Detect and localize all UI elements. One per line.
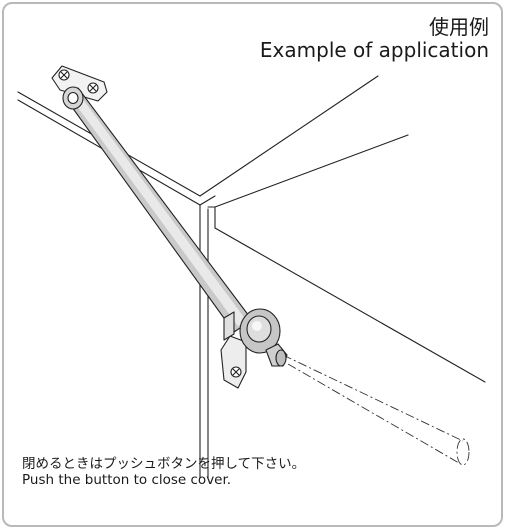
title-english: Example of application	[259, 38, 489, 62]
cabinet-top-front-right-edge	[199, 195, 216, 206]
cabinet-top-right-edge	[199, 75, 379, 197]
closing-path-upper	[282, 354, 464, 442]
lid-back-edge	[214, 134, 409, 208]
lid-underside-edge	[214, 227, 486, 383]
closing-path-end	[456, 438, 470, 466]
title-japanese: 使用例	[429, 15, 489, 39]
instruction-caption: 閉めるときはプッシュボタンを押して下さい。 Push the button to…	[22, 456, 305, 488]
page-title: 使用例 Example of application	[260, 16, 489, 62]
lower-mounting-bracket	[220, 335, 247, 389]
caption-english: Push the button to close cover.	[22, 472, 232, 488]
closing-path-lower	[287, 363, 460, 464]
caption-japanese: 閉めるときはプッシュボタンを押して下さい。	[22, 456, 306, 472]
